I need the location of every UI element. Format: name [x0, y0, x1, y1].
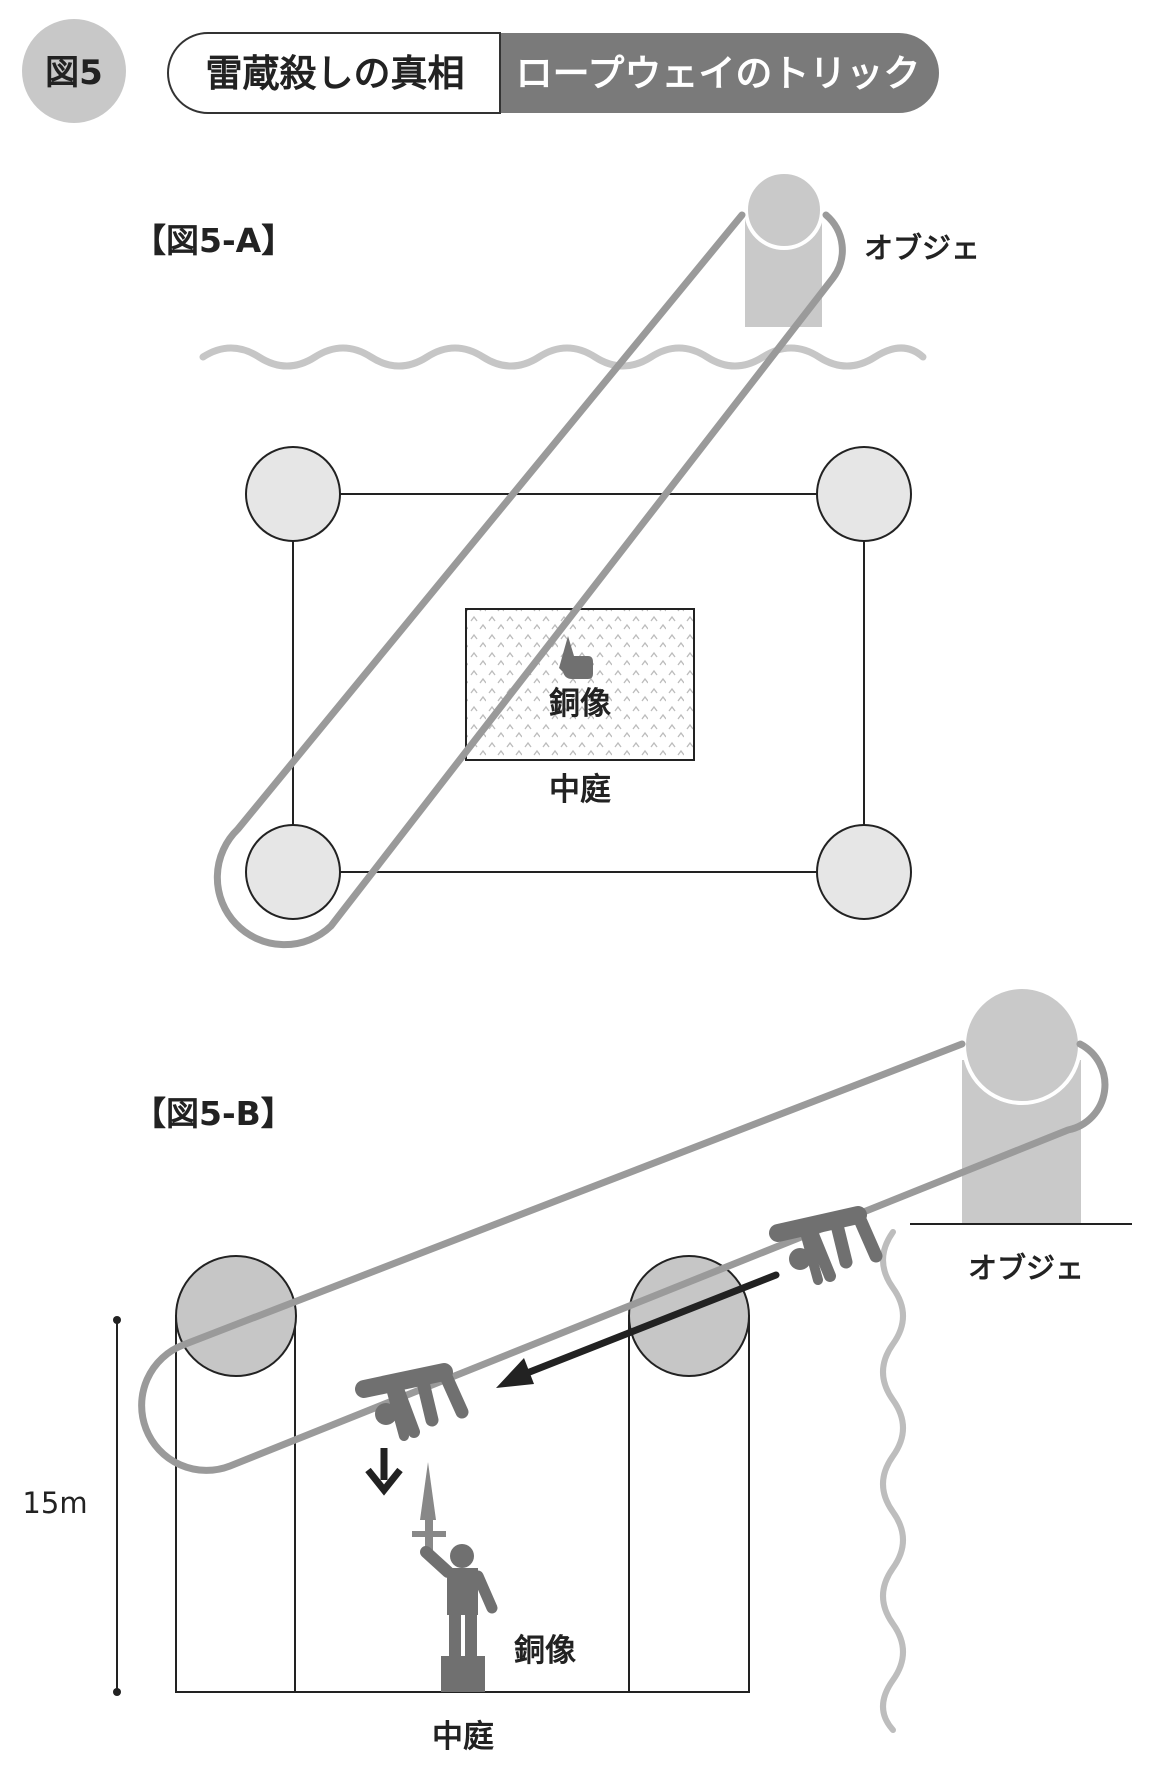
objet-b-label: オブジェ — [968, 1251, 1084, 1285]
objet-a-top — [744, 170, 824, 250]
height-label: 15m — [22, 1486, 87, 1520]
title-pill-left — [167, 32, 501, 114]
slide-arrow-head — [496, 1358, 534, 1388]
building-b-left — [175, 1315, 296, 1693]
panel-b-label: 【図5-B】 — [133, 1094, 294, 1133]
courtyard-a — [465, 608, 695, 761]
fall-arrow-icon — [365, 1448, 403, 1496]
column-a-top-right — [816, 446, 912, 542]
person-on-rope-end — [355, 1363, 469, 1441]
wavy-line-b — [880, 1229, 906, 1733]
header: 図5 雷蔵殺しの真相 ロープウェイのトリック — [22, 19, 939, 123]
panel-a-label: 【図5-A】 — [133, 221, 294, 260]
column-a-top-left — [245, 446, 341, 542]
courtyard-b-label: 中庭 — [432, 1719, 494, 1755]
title-text: 雷蔵殺しの真相 — [206, 52, 465, 95]
title-pill-right — [500, 33, 939, 113]
building-b-left-top — [175, 1255, 297, 1377]
slide-arrow-shaft — [518, 1271, 780, 1379]
objet-b-top — [962, 985, 1082, 1105]
figure-badge-label: 図5 — [45, 53, 103, 93]
height-dimension-top-dot — [113, 1316, 121, 1324]
objet-a-label: オブジェ — [864, 231, 980, 265]
statue-b-icon — [412, 1462, 498, 1692]
height-dimension-bottom-dot — [113, 1688, 121, 1696]
rope-loop-b — [138, 1040, 1109, 1474]
figure-badge — [22, 19, 126, 123]
building-b-right — [628, 1315, 750, 1693]
column-a-bottom-right — [816, 824, 912, 920]
subtitle-text: ロープウェイのトリック — [516, 52, 921, 95]
wavy-line-a — [199, 344, 927, 370]
column-a-bottom-left — [245, 824, 341, 920]
panel-b: 【図5-B】 オブジェ — [22, 985, 1132, 1755]
statue-a-icon — [559, 636, 593, 679]
person-on-rope-start — [769, 1206, 883, 1285]
rope-loop-a — [213, 211, 846, 949]
statue-b-label: 銅像 — [514, 1633, 576, 1669]
building-b-right-top — [628, 1255, 750, 1377]
panel-a: 【図5-A】 オブジェ 銅像 中庭 — [133, 170, 980, 949]
statue-a-label: 銅像 — [549, 686, 611, 722]
courtyard-a-label: 中庭 — [549, 772, 611, 808]
